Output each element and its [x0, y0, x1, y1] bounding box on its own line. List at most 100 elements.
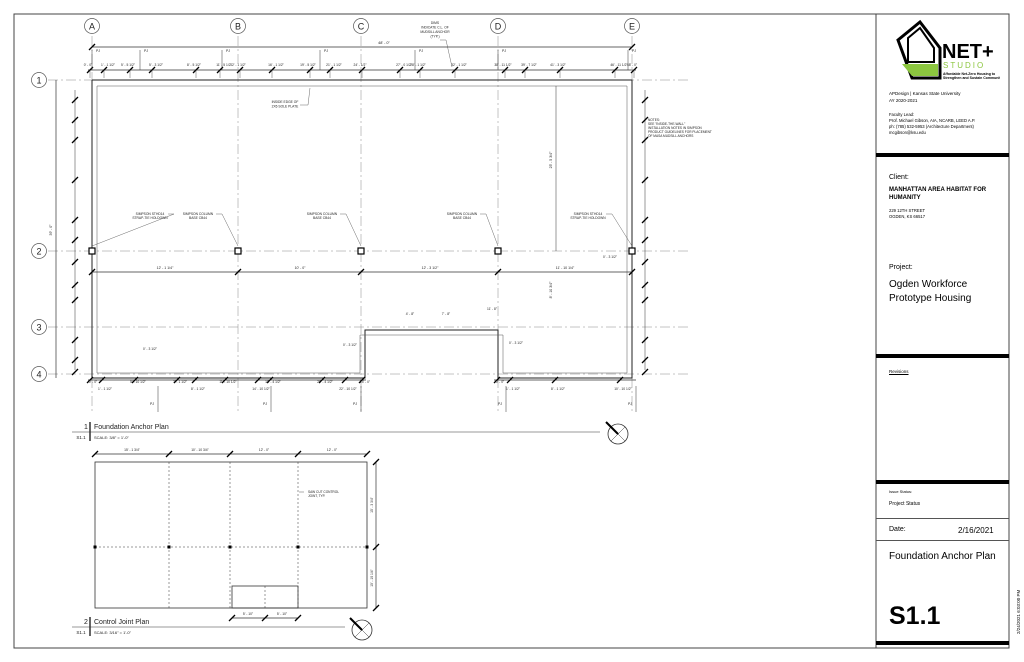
dimension-tick: [173, 376, 181, 384]
dimension-tick: [341, 376, 349, 384]
column-base: [234, 247, 242, 255]
bottom-dimension: 7' - 1 1/2": [173, 380, 188, 384]
client-name: MANHATTAN AREA HABITAT FOR HUMANITY: [889, 187, 987, 201]
svg-text:Strengthen and Sustain Communi: Strengthen and Sustain Communities: [943, 76, 1000, 80]
faculty-phone: ph: (785) 532-5953 (Architecture Departm…: [889, 124, 974, 129]
dimension-tick: [628, 43, 636, 51]
top-dimension: 39' - 7 1/2": [521, 63, 538, 67]
dimension-tick: [641, 281, 649, 289]
top-dimension: 5' - 3 1/2": [149, 63, 164, 67]
top-dimension: 24' - 1/2": [354, 63, 368, 67]
callout-holdown: STRAP-TIE HOLDOWN: [570, 216, 606, 220]
faculty-email[interactable]: mcgibson@ksu.edu: [889, 130, 926, 135]
callout-column_base: BASE CB44: [189, 216, 207, 220]
dimension-tick: [131, 376, 139, 384]
pj-label: PJ: [498, 402, 502, 406]
dimension-tick: [71, 216, 79, 224]
view-sheet-ref: S1.1: [76, 435, 86, 440]
grid-bubble-3: [31, 319, 47, 335]
saw-cut-note: SAW CUT CONTROL: [308, 490, 339, 494]
dimension-tick: [494, 268, 502, 276]
dimension-tick: [372, 458, 380, 466]
grid-bubble-D: [490, 18, 506, 34]
callout-column_base: BASE CB44: [453, 216, 471, 220]
joint-intersection: [365, 545, 369, 549]
top-dimension: 10' - 10 3/4": [191, 448, 209, 452]
top-dimension: 41' - 3 1/2": [550, 63, 567, 67]
bottom-dimension: 1' - 1 1/2": [98, 387, 113, 391]
grid-bubble-E: [624, 18, 640, 34]
dimension-tick: [98, 376, 106, 384]
issue-date: 2/16/2021: [958, 526, 994, 535]
grid-label-2: 2: [36, 247, 41, 257]
project-name: Ogden Workforce Prototype Housing: [889, 279, 972, 304]
north-arrow-icon: [607, 423, 629, 445]
north-arrow-icon: [349, 617, 363, 631]
sheet-number: S1.1: [889, 602, 941, 630]
top-dimension: 12' - 0": [327, 448, 338, 452]
issue-status: Project Status: [889, 501, 921, 507]
sole-plate-note: INSIDE EDGE OF: [272, 100, 299, 104]
grid-label-1: 1: [36, 76, 41, 86]
pj-label: PJ: [353, 402, 357, 406]
joint-intersection: [228, 545, 232, 549]
grid-bubble-B: [230, 18, 246, 34]
dimension-tick: [641, 258, 649, 266]
general-note: NOTES:: [648, 118, 660, 122]
print-timestamp: 2/24/2021 6:03:00 PM: [1016, 589, 1021, 634]
dimension-tick: [71, 236, 79, 244]
top-dimension: 0' - 0": [84, 63, 93, 67]
top-dimension: 38' - 11 1/2": [494, 63, 512, 67]
bottom-dimension: 1' - 1 1/2": [506, 387, 521, 391]
revisions-link[interactable]: Revisions: [889, 369, 909, 374]
bottom-dimension: 0' - 0": [496, 380, 505, 384]
dimension-tick: [71, 296, 79, 304]
client-address-2: OGDEN, KS 66517: [889, 214, 926, 219]
overall-dimension: 48' - 0": [378, 41, 390, 45]
date-label: Date:: [889, 526, 906, 533]
dimension-tick: [641, 136, 649, 144]
dimension-tick: [71, 258, 79, 266]
mid-dimension: 12' - 3 1/2": [422, 266, 439, 270]
callout-leader: [606, 213, 633, 247]
north-arrow-icon: [605, 421, 619, 435]
pj-label: PJ: [502, 49, 506, 53]
callout-leader: [300, 87, 311, 106]
dimension-tick: [641, 176, 649, 184]
control-joint-plan: 15' - 1 3/4"10' - 10 3/4"12' - 0"12' - 0…: [72, 448, 380, 641]
side-dimension: 10' - 10 1/4": [370, 568, 374, 586]
sole-plate-note: 2X6 SOLE PLATE: [272, 105, 299, 109]
client-address-1: 229 12TH STREET: [889, 208, 926, 213]
view-title: Control Joint Plan: [94, 619, 149, 626]
callout-column_base: SIMPSON COLUMN: [447, 212, 478, 216]
affiliation: APDesign | Kansas State University: [889, 91, 961, 96]
divider: [876, 518, 1009, 519]
dimension-tick: [318, 376, 326, 384]
dimension-tick: [628, 268, 636, 276]
client-label: Client:: [889, 174, 909, 181]
sheet-border: [13, 13, 1010, 649]
net-plus-studio-logo: NET+ STUDIO Affordable Net-Zero Housing …: [896, 19, 1000, 80]
project-label: Project:: [889, 264, 913, 271]
view-number: 2: [84, 619, 88, 626]
view-scale: SCALE: 3/16" = 1'-0": [94, 630, 132, 635]
dimension-tick: [641, 368, 649, 376]
grid-label-E: E: [629, 22, 635, 32]
notch-dimension: 0' - 3 1/2": [143, 347, 158, 351]
callout-leader: [216, 213, 239, 247]
faculty-name: Prof. Michael Gibson, AIA, NCARB, LEED A…: [889, 118, 976, 123]
dimension-tick: [266, 376, 274, 384]
grid-bubble-4: [31, 366, 47, 382]
strap-tie-holdown: [88, 247, 96, 255]
mid-dimension: 12' - 1 1/4": [157, 266, 174, 270]
callout-column_base: BASE CB44: [313, 216, 331, 220]
bottom-dimension: 8' - 1 1/2": [191, 387, 206, 391]
dimension-tick: [641, 336, 649, 344]
pj-label: PJ: [632, 49, 636, 53]
callout-column_base: SIMPSON COLUMN: [307, 212, 338, 216]
saw-cut-note: JOINT, TYP.: [308, 494, 325, 498]
side-dimension: 15' - 3 3/4": [370, 496, 374, 513]
bottom-dimension: 5' - 10 1/2": [130, 380, 147, 384]
pj-label: PJ: [144, 49, 148, 53]
dimension-tick: [234, 268, 242, 276]
